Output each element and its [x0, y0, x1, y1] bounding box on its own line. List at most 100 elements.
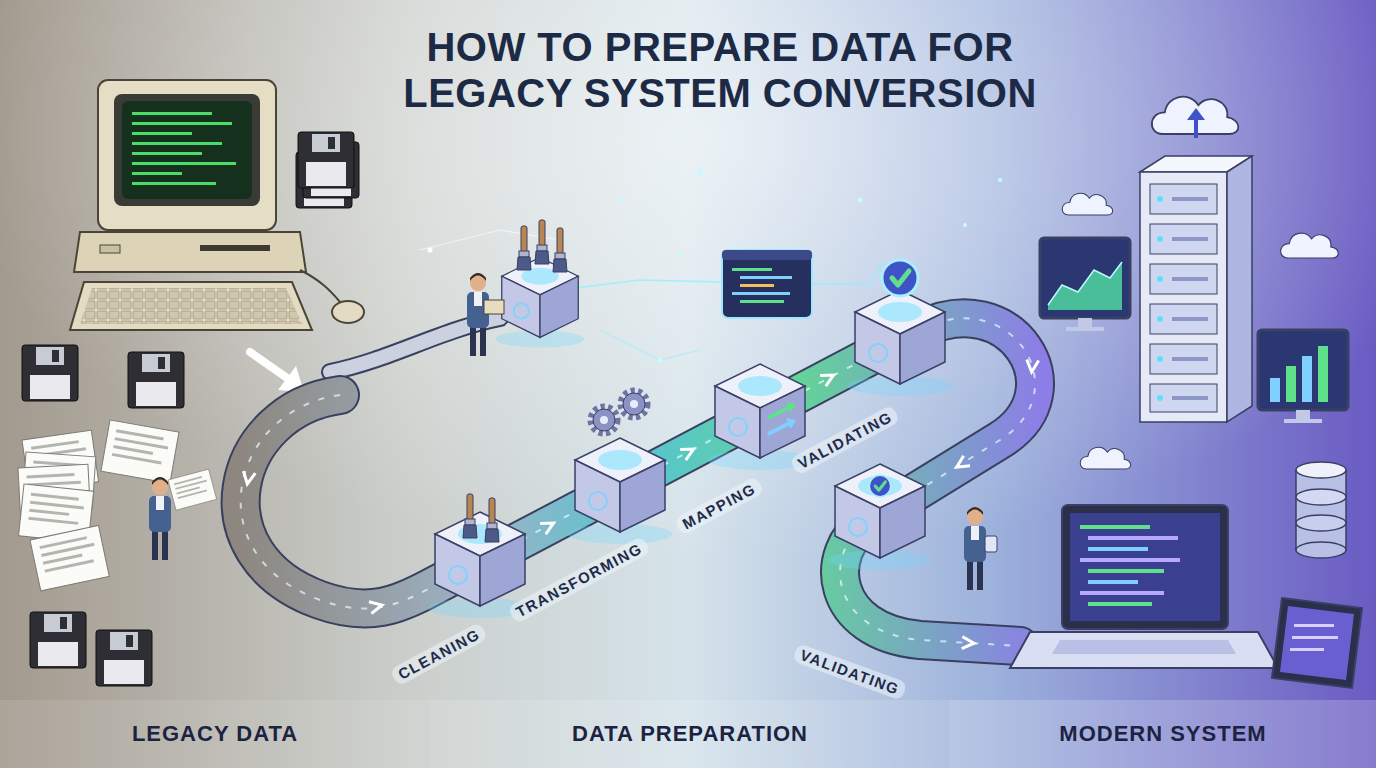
chart-monitor: [1066, 327, 1104, 331]
server-tower: [1140, 172, 1227, 422]
gear-icon: [621, 391, 647, 417]
pipeline-arrow: [1026, 360, 1039, 373]
section-band: MODERN SYSTEM: [950, 700, 1376, 768]
paper-stack: [168, 469, 217, 510]
server-tower: [1140, 156, 1252, 422]
server-tower: [1150, 344, 1217, 374]
server-tower: [1172, 277, 1208, 281]
person: [149, 477, 171, 560]
legacy-computer: [132, 162, 236, 165]
pipeline-arrow: [680, 444, 696, 460]
paper-stack: [30, 525, 109, 590]
glow-lines: [812, 262, 882, 284]
cloud-icon: [1187, 108, 1205, 120]
chart-monitor: [1048, 262, 1122, 310]
legacy-computer: [122, 101, 252, 199]
code-window: [740, 284, 774, 287]
server-tower: [1172, 197, 1208, 201]
mapping-arrows: [786, 418, 796, 429]
laptop: [1080, 525, 1150, 529]
paper-stack: [101, 420, 179, 483]
legacy-computer: [132, 172, 182, 175]
server-tower: [1150, 384, 1217, 412]
process-cube: [848, 290, 952, 396]
laptop: [1010, 505, 1278, 668]
laptop: [1088, 569, 1164, 573]
chart-monitor: [1286, 366, 1296, 402]
chart-monitor: [1284, 419, 1322, 423]
chart-monitor: [1078, 318, 1092, 328]
legacy-computer: [80, 288, 302, 324]
gear-icon: [591, 407, 617, 433]
database-icon: [1296, 489, 1346, 505]
server-tower: [1172, 237, 1208, 241]
title-block: HOW TO PREPARE DATA FOR LEGACY SYSTEM CO…: [360, 24, 1080, 116]
legacy-computer: [300, 270, 340, 302]
paper-stack: [168, 469, 217, 510]
server-tower: [1157, 395, 1163, 401]
diagram-title: HOW TO PREPARE DATA FOR LEGACY SYSTEM CO…: [360, 24, 1080, 116]
pipeline-arrow: [953, 456, 970, 473]
chart-monitor: [1048, 262, 1122, 305]
tablet: [1294, 624, 1334, 627]
laptop: [1062, 505, 1228, 629]
check-icon: [869, 260, 918, 497]
code-window: [740, 276, 792, 279]
legacy-computer: [298, 132, 354, 188]
glow-lines: [697, 169, 703, 175]
laptop: [1088, 580, 1138, 584]
paper-stack: [18, 420, 217, 591]
cleaning-brush: [485, 498, 499, 542]
glow-lines: [678, 253, 682, 257]
server-tower: [1157, 356, 1163, 362]
person: [985, 536, 997, 552]
pipeline-arrow: [241, 360, 1038, 650]
floppy-disk: [128, 352, 184, 408]
code-window: [722, 250, 812, 318]
glow-lines: [858, 198, 863, 203]
chart-monitor: [1318, 346, 1328, 402]
server-tower: [1172, 317, 1208, 321]
tablet: [1280, 606, 1354, 680]
laptop: [1080, 558, 1180, 562]
pipeline-arrow: [540, 518, 556, 534]
pipeline-arrow: [953, 456, 970, 473]
floppy-disk: [30, 612, 86, 668]
section-label: DATA PREPARATION: [572, 721, 808, 747]
database-icon: [1296, 470, 1346, 550]
database-icon: [1296, 515, 1346, 531]
legacy-computer: [132, 142, 222, 145]
section-band: LEGACY DATA: [0, 700, 430, 768]
pipeline-arrow: [241, 471, 255, 485]
glow-lines: [998, 178, 1002, 182]
tablet: [1272, 598, 1362, 688]
cleaning-brush: [463, 220, 567, 542]
floppy-disk: [96, 630, 152, 686]
pipeline-arrow: [962, 637, 975, 650]
legacy-computer: [100, 245, 120, 253]
cleaning-brush: [553, 228, 567, 272]
laptop: [1088, 536, 1178, 540]
process-cube: [496, 258, 584, 348]
legacy-computer: [70, 282, 312, 330]
cloud-icon: [1062, 193, 1112, 215]
person: [467, 273, 997, 590]
server-tower: [1172, 396, 1208, 400]
cloud-icon: [1281, 233, 1339, 258]
section-label: LEGACY DATA: [132, 721, 298, 747]
legacy-computer: [70, 80, 364, 330]
chart-monitor: [1270, 378, 1280, 402]
glow-lines: [428, 248, 433, 253]
check-icon: [869, 475, 891, 497]
section-label: MODERN SYSTEM: [1059, 721, 1266, 747]
cloud-icon: [1080, 447, 1130, 469]
legacy-computer: [74, 232, 306, 272]
pipeline-arrow: [962, 637, 975, 650]
server-tower: [1172, 357, 1208, 361]
paper-stack: [30, 525, 109, 590]
server-tower: [1157, 236, 1163, 242]
glow-lines: [575, 280, 722, 288]
chart-monitor: [1258, 330, 1348, 410]
